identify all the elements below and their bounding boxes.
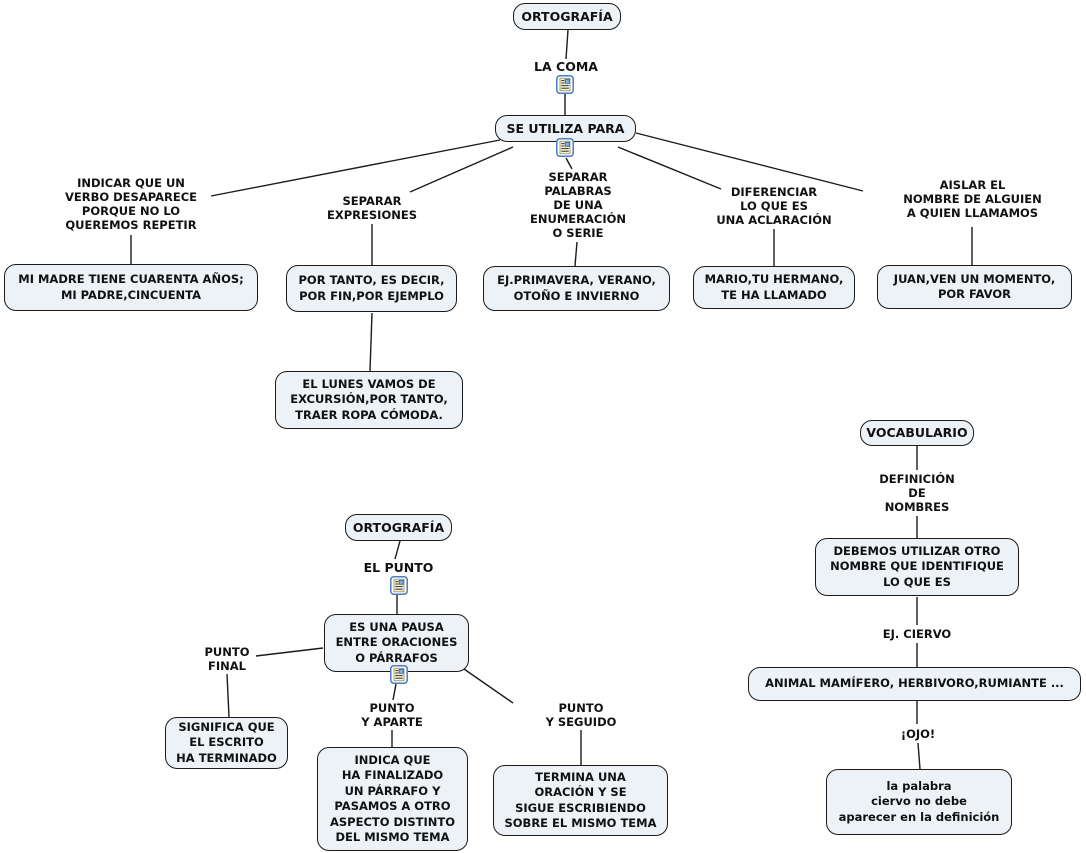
concept-es-una-pausa[interactable]: ES UNA PAUSA ENTRE ORACIONES O PÁRRAFOS — [324, 614, 469, 672]
concept-ejemplo-mario[interactable]: MARIO,TU HERMANO, TE HA LLAMADO — [693, 266, 855, 309]
concept-ejemplo-por-tanto[interactable]: POR TANTO, ES DECIR, POR FIN,POR EJEMPLO — [286, 265, 457, 312]
resource-document-icon[interactable] — [390, 576, 408, 595]
link-la-coma[interactable]: LA COMA — [534, 58, 598, 74]
concept-la-palabra-ciervo[interactable]: la palabra ciervo no debe aparecer en la… — [826, 769, 1012, 835]
resource-document-icon[interactable] — [556, 138, 574, 157]
connector-line — [409, 146, 514, 193]
link-diferenciar-aclaracion[interactable]: DIFERENCIAR LO QUE ES UNA ACLARACIÓN — [716, 185, 832, 227]
concept-indica-finalizado-parrafo[interactable]: INDICA QUE HA FINALIZADO UN PÁRRAFO Y PA… — [317, 747, 468, 851]
connector-line — [617, 146, 722, 190]
link-punto-y-aparte[interactable]: PUNTO Y APARTE — [361, 700, 423, 729]
concept-termina-oracion[interactable]: TERMINA UNA ORACIÓN Y SE SIGUE ESCRIBIEN… — [493, 765, 668, 836]
concept-vocabulario[interactable]: VOCABULARIO — [860, 420, 974, 446]
link-definicion-de-nombres[interactable]: DEFINICIÓN DE NOMBRES — [879, 472, 955, 514]
connector-line — [635, 132, 864, 192]
concept-ejemplo-primavera[interactable]: EJ.PRIMAVERA, VERANO, OTOÑO E INVIERNO — [483, 266, 670, 311]
connector-line — [463, 668, 514, 704]
link-punto-y-seguido[interactable]: PUNTO Y SEGUIDO — [545, 700, 617, 729]
concept-ejemplo-juan[interactable]: JUAN,VEN UN MOMENTO, POR FAVOR — [877, 265, 1072, 309]
link-ojo[interactable]: ¡OJO! — [900, 726, 936, 741]
link-punto-final[interactable]: PUNTO FINAL — [204, 644, 250, 673]
connector-line — [394, 540, 401, 560]
concept-se-utiliza-para[interactable]: SE UTILIZA PARA — [495, 115, 636, 142]
link-ej-ciervo[interactable]: EJ. CIERVO — [882, 626, 952, 641]
connector-line — [565, 157, 573, 170]
connector-line — [210, 139, 501, 197]
link-separar-expresiones[interactable]: SEPARAR EXPRESIONES — [327, 194, 417, 222]
connector-line — [392, 683, 397, 701]
connector-line — [574, 241, 578, 267]
concept-significa-escrito-terminado[interactable]: SIGNIFICA QUE EL ESCRITO HA TERMINADO — [165, 717, 288, 769]
link-separar-palabras-enumeracion[interactable]: SEPARAR PALABRAS DE UNA ENUMERACIÓN O SE… — [530, 170, 626, 240]
connector-line — [369, 312, 373, 372]
concept-ejemplo-el-lunes[interactable]: EL LUNES VAMOS DE EXCURSIÓN,POR TANTO, T… — [275, 371, 463, 429]
resource-document-icon[interactable] — [556, 75, 574, 94]
connector-line — [917, 742, 921, 770]
concept-ortografia-punto[interactable]: ORTOGRAFÍA — [345, 514, 452, 541]
connector-line — [565, 29, 569, 60]
concept-debemos-utilizar-otro-nombre[interactable]: DEBEMOS UTILIZAR OTRO NOMBRE QUE IDENTIF… — [815, 538, 1019, 596]
link-el-punto[interactable]: EL PUNTO — [363, 559, 434, 575]
connector-line — [255, 647, 324, 657]
connector-line — [226, 673, 230, 718]
resource-document-icon[interactable] — [390, 665, 408, 684]
concept-ejemplo-mi-madre[interactable]: MI MADRE TIENE CUARENTA AÑOS; MI PADRE,C… — [4, 264, 258, 311]
link-aislar-nombre[interactable]: AISLAR EL NOMBRE DE ALGUIEN A QUIEN LLAM… — [903, 177, 1042, 220]
concept-animal-mamifero[interactable]: ANIMAL MAMÍFERO, HERBIVORO,RUMIANTE ... — [748, 667, 1081, 701]
link-indicar-verbo-desaparece[interactable]: INDICAR QUE UN VERBO DESAPARECE PORQUE N… — [64, 176, 198, 232]
concept-ortografia-coma[interactable]: ORTOGRAFÍA — [513, 3, 621, 30]
